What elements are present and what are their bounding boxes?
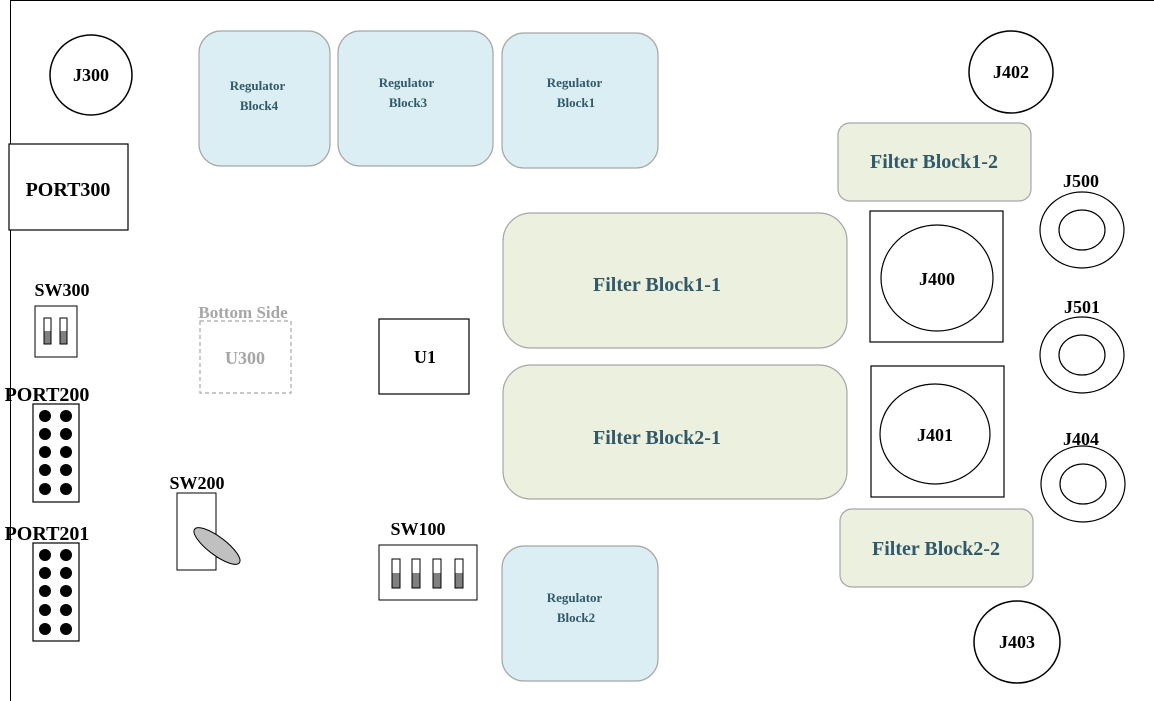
regulator-block3-line2: Block3 bbox=[389, 95, 428, 110]
switch-sw100: SW100 bbox=[378, 519, 478, 601]
regulator-block1-line1: Regulator bbox=[547, 75, 603, 90]
switch-sw100-label: SW100 bbox=[390, 519, 445, 539]
connector-j403-label: J403 bbox=[999, 632, 1035, 652]
connector-j402-label: J402 bbox=[993, 62, 1029, 82]
regulator-block1-line2: Block1 bbox=[557, 95, 595, 110]
filter-block1-1: Filter Block1-1 bbox=[502, 212, 848, 349]
board-outline bbox=[10, 0, 1154, 701]
connector-j400-label: J400 bbox=[919, 269, 955, 289]
u300-bottom-side-note: Bottom Side bbox=[198, 303, 288, 322]
svg-text:Regulator Block4: Regulator Block4 bbox=[230, 78, 289, 113]
connector-j500: J500 bbox=[1039, 171, 1125, 269]
connector-j501: J501 bbox=[1039, 297, 1125, 394]
regulator-block3-line1: Regulator bbox=[379, 75, 435, 90]
regulator-block2-line1: Regulator bbox=[547, 590, 603, 605]
port201: PORT201 bbox=[5, 523, 90, 642]
port300: PORT300 bbox=[8, 143, 129, 231]
filter-block2-1: Filter Block2-1 bbox=[502, 364, 848, 500]
filter-block2-2: Filter Block2-2 bbox=[839, 508, 1034, 588]
chip-u1: U1 bbox=[378, 318, 470, 395]
filter-block1-2: Filter Block1-2 bbox=[837, 122, 1032, 202]
connector-j500-label: J500 bbox=[1063, 171, 1099, 191]
filter-block2-1-label: Filter Block2-1 bbox=[593, 427, 721, 449]
regulator-block4: Regulator Block4 bbox=[198, 30, 331, 167]
regulator-block4-line1: Regulator bbox=[230, 78, 286, 93]
connector-j401-label: J401 bbox=[917, 425, 953, 445]
filter-block1-1-label: Filter Block1-1 bbox=[593, 274, 721, 296]
connector-j403: J403 bbox=[973, 600, 1061, 684]
connector-j300: J300 bbox=[49, 34, 133, 116]
port201-label: PORT201 bbox=[5, 523, 90, 545]
svg-text:Regulator Block3: Regulator Block3 bbox=[379, 75, 438, 110]
switch-sw200: SW200 bbox=[169, 473, 241, 571]
port200-label: PORT200 bbox=[5, 384, 90, 406]
connector-j400: J400 bbox=[869, 210, 1004, 343]
port300-label: PORT300 bbox=[26, 179, 111, 201]
connector-j401: J401 bbox=[870, 365, 1005, 498]
switch-sw300-label: SW300 bbox=[34, 280, 89, 300]
regulator-block2: Regulator Block2 bbox=[501, 545, 659, 682]
switch-sw300: SW300 bbox=[34, 280, 90, 358]
connector-j300-label: J300 bbox=[73, 65, 109, 85]
regulator-block4-line2: Block4 bbox=[240, 98, 279, 113]
svg-text:Regulator Block1: Regulator Block1 bbox=[547, 75, 606, 110]
connector-j501-label: J501 bbox=[1064, 297, 1100, 317]
regulator-block3: Regulator Block3 bbox=[337, 30, 494, 167]
chip-u300-bottom-side: Bottom Side U300 bbox=[198, 303, 292, 394]
port200: PORT200 bbox=[5, 384, 90, 503]
regulator-block1: Regulator Block1 bbox=[501, 32, 659, 169]
filter-block1-2-label: Filter Block1-2 bbox=[870, 151, 998, 173]
regulator-block2-line2: Block2 bbox=[557, 610, 595, 625]
switch-sw200-label: SW200 bbox=[169, 473, 224, 493]
chip-u1-label: U1 bbox=[414, 347, 436, 367]
filter-block2-2-label: Filter Block2-2 bbox=[872, 538, 1000, 560]
chip-u300-label: U300 bbox=[225, 348, 265, 368]
svg-text:Regulator Block2: Regulator Block2 bbox=[547, 590, 606, 625]
connector-j402: J402 bbox=[968, 30, 1054, 114]
connector-j404-label: J404 bbox=[1063, 429, 1099, 449]
connector-j404: J404 bbox=[1040, 429, 1126, 523]
